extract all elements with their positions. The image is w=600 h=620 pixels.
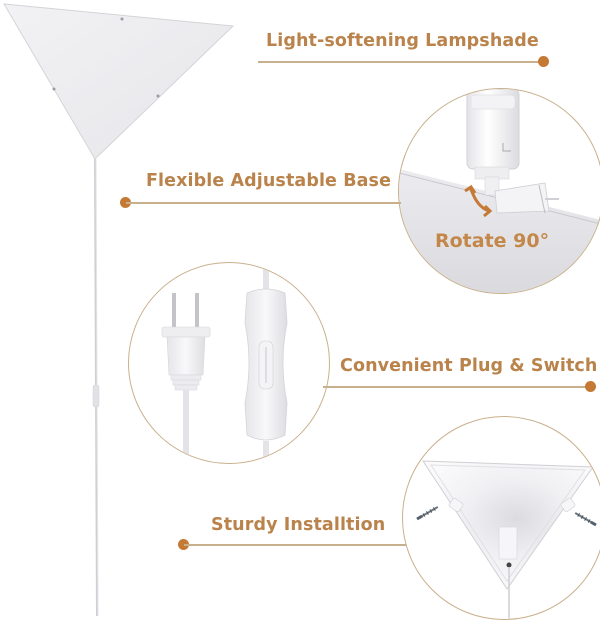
- connector-line-lampshade: [258, 61, 542, 63]
- feature-title-lampshade: Light-softening Lampshade: [266, 31, 539, 51]
- connector-line-adjustable-base: [126, 202, 401, 204]
- connector-line-installation: [184, 544, 406, 546]
- connector-dot-plug-switch: [585, 381, 596, 392]
- feature-title-plug-switch: Convenient Plug & Switch: [340, 356, 598, 376]
- connector-dot-installation: [178, 539, 189, 550]
- connector-dot-adjustable-base: [120, 197, 131, 208]
- plug-switch-detail-circle: [128, 262, 330, 464]
- rotate-90-callout: Rotate 90°: [435, 230, 550, 252]
- connector-dot-lampshade: [538, 56, 549, 67]
- socket-detail-circle: Rotate 90°: [398, 88, 600, 294]
- installation-detail-circle: [402, 416, 600, 620]
- feature-title-adjustable-base: Flexible Adjustable Base: [146, 171, 392, 191]
- lampshade-product-image: [0, 0, 260, 616]
- connector-line-plug-switch: [323, 386, 589, 388]
- feature-title-installation: Sturdy Installtion: [211, 515, 386, 535]
